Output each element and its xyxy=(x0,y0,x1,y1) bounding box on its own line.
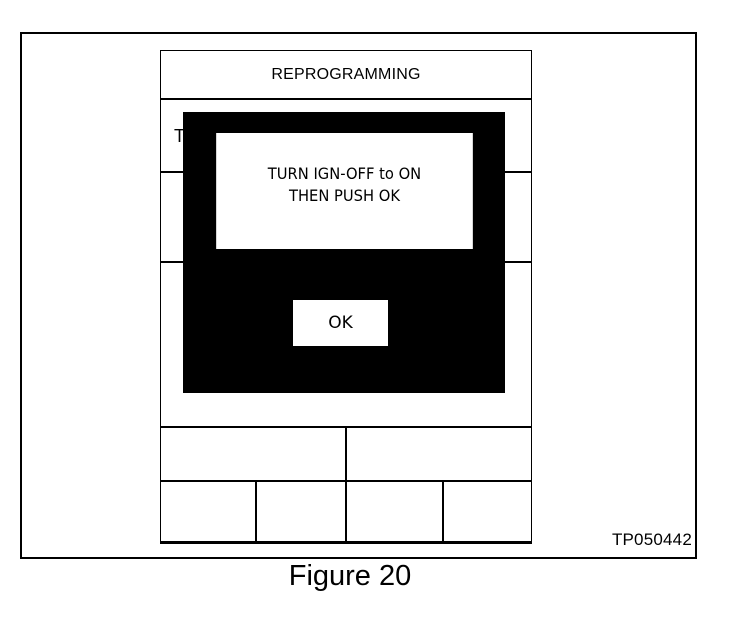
screen-title: REPROGRAMMING xyxy=(271,66,421,83)
dialog-message-line-1: TURN IGN-OFF to ON xyxy=(267,164,422,183)
screen-button-1[interactable] xyxy=(162,428,344,479)
grid-divider-right xyxy=(442,480,444,542)
row-divider-left-1 xyxy=(161,171,183,173)
screen-button-6[interactable] xyxy=(444,482,530,541)
dialog-message-line-2: THEN PUSH OK xyxy=(288,186,401,205)
header-divider xyxy=(161,98,531,100)
row-divider-right-2 xyxy=(505,261,531,263)
dialog-message: TURN IGN-OFF to ON THEN PUSH OK xyxy=(216,133,473,249)
ok-button[interactable]: OK xyxy=(293,300,388,346)
grid-divider-center xyxy=(345,426,347,542)
screen-button-3[interactable] xyxy=(162,482,254,541)
screen-button-2[interactable] xyxy=(347,428,530,479)
grid-divider-left xyxy=(255,480,257,542)
row-divider-left-2 xyxy=(161,261,183,263)
background-text-fragment: T xyxy=(174,126,183,146)
row-divider-right-1 xyxy=(505,171,531,173)
device-screen xyxy=(160,50,532,544)
figure-caption: Figure 20 xyxy=(288,560,412,592)
figure-frame xyxy=(20,32,697,559)
screen-button-4[interactable] xyxy=(257,482,344,541)
screen-button-5[interactable] xyxy=(347,482,441,541)
figure-code: TP050442 xyxy=(611,530,692,549)
